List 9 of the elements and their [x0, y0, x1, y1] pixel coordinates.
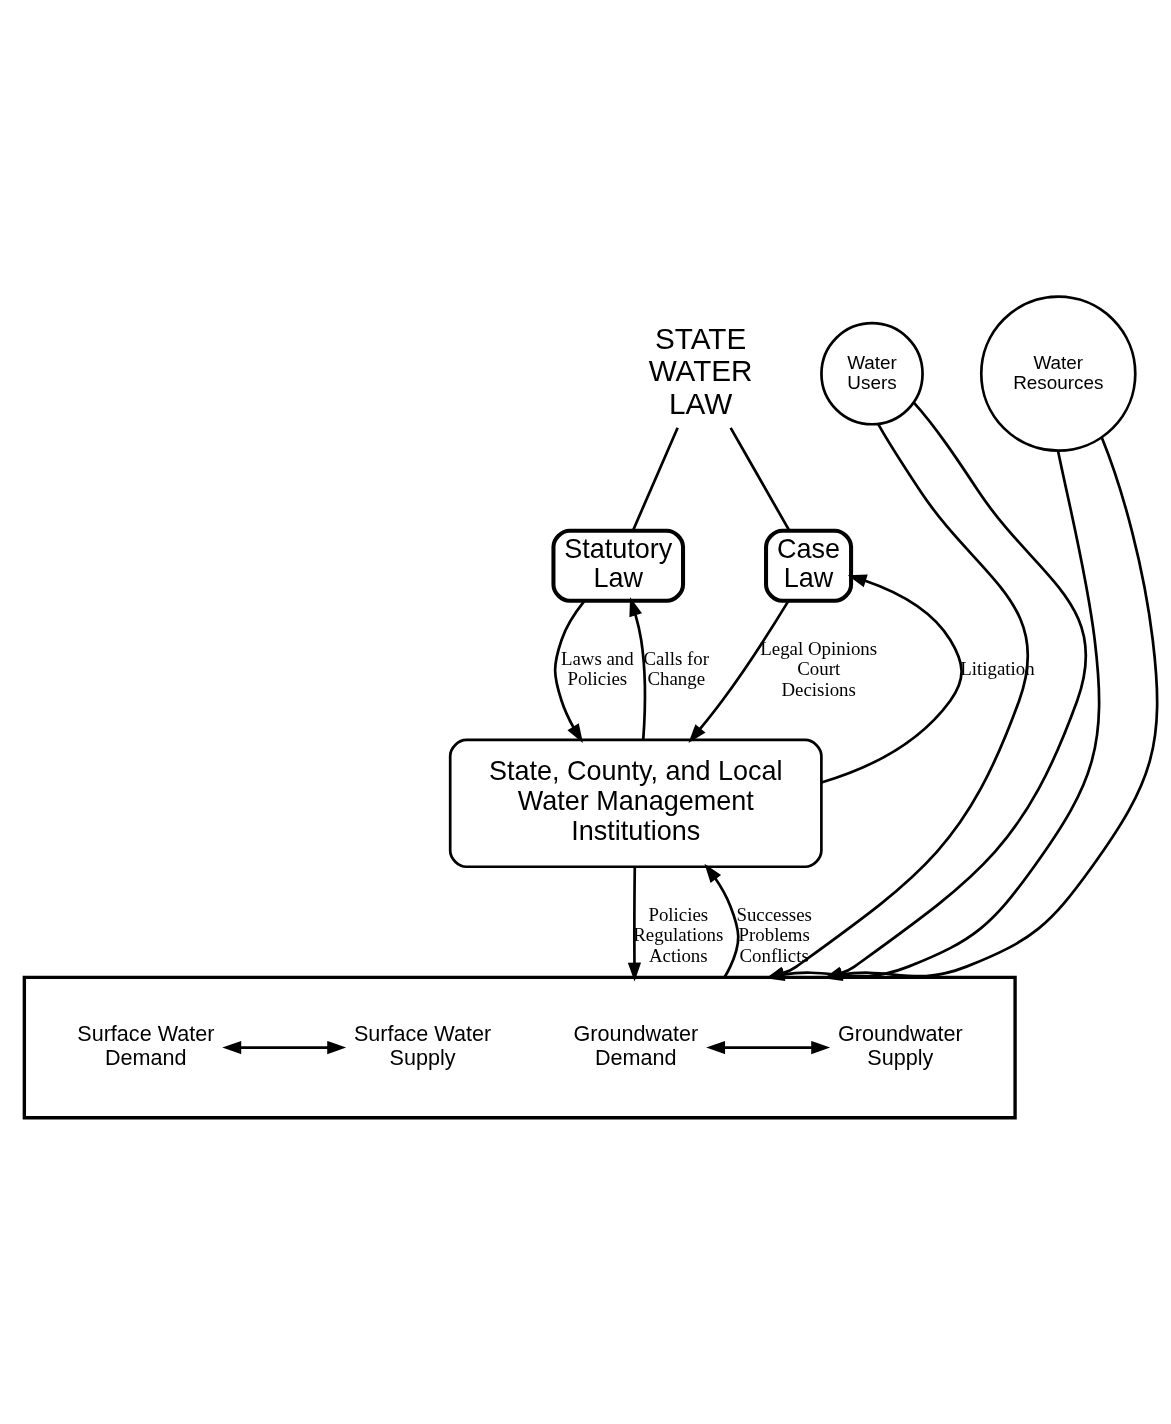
edge-label: Calls for Change: [643, 647, 710, 689]
edge-label: Legal Opinions Court Decisions: [760, 637, 878, 700]
edge-label: Laws and Policies: [560, 647, 634, 689]
node-text: Groundwater Supply: [837, 1020, 963, 1070]
node-text: Surface Water Demand: [77, 1020, 215, 1070]
edge-label: Successes Problems Conflicts: [736, 903, 812, 965]
node-text: STATE WATER LAW: [648, 321, 753, 420]
node-text: Groundwater Demand: [573, 1020, 699, 1070]
node-text: Surface Water Supply: [353, 1020, 492, 1070]
